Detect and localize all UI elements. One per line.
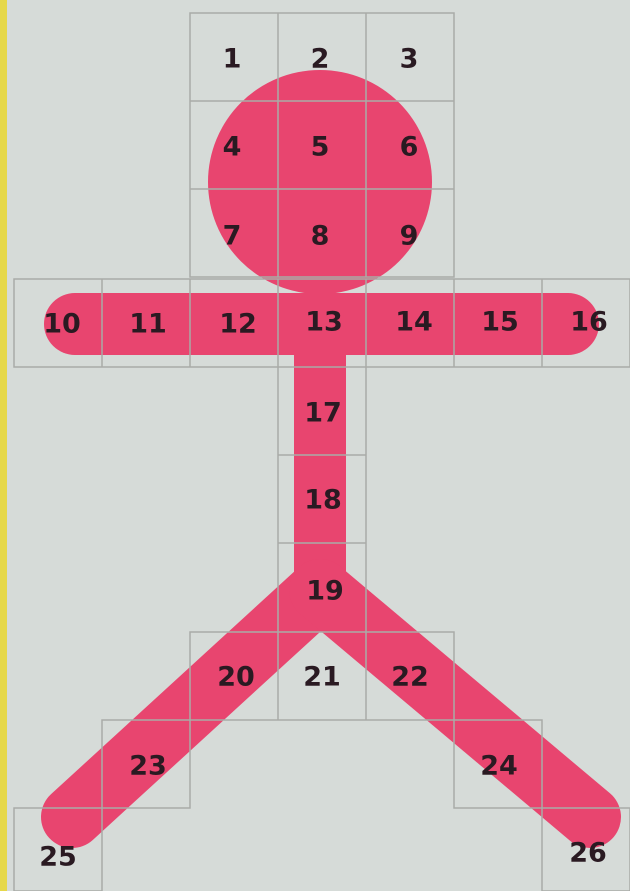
cell-number: 15 — [481, 309, 519, 336]
cell-number: 11 — [129, 311, 167, 338]
edge-strip — [0, 0, 7, 891]
cell-number: 20 — [217, 664, 255, 691]
cell-number: 13 — [305, 309, 343, 336]
figure-head — [208, 70, 432, 294]
cell-number: 26 — [569, 840, 607, 867]
cell-number: 4 — [223, 134, 242, 161]
cell-number: 5 — [311, 134, 330, 161]
cell-number: 17 — [304, 400, 342, 427]
cell-number: 21 — [303, 664, 341, 691]
cell-number: 22 — [391, 664, 429, 691]
cell-number: 24 — [480, 753, 518, 780]
cell-number: 16 — [570, 309, 608, 336]
cell-number: 3 — [400, 46, 419, 73]
cell-number: 23 — [129, 753, 167, 780]
cell-number: 9 — [400, 223, 419, 250]
cell-number: 10 — [43, 311, 81, 338]
cell-number: 19 — [306, 578, 344, 605]
cell-number: 1 — [223, 46, 242, 73]
cell-number: 14 — [395, 309, 433, 336]
cell-number: 8 — [311, 223, 330, 250]
cell-number: 18 — [304, 487, 342, 514]
cell-number: 2 — [311, 46, 330, 73]
cell-number: 7 — [223, 223, 242, 250]
cell-number: 6 — [400, 134, 419, 161]
cell-number: 25 — [39, 844, 77, 871]
cell-number: 12 — [219, 311, 257, 338]
